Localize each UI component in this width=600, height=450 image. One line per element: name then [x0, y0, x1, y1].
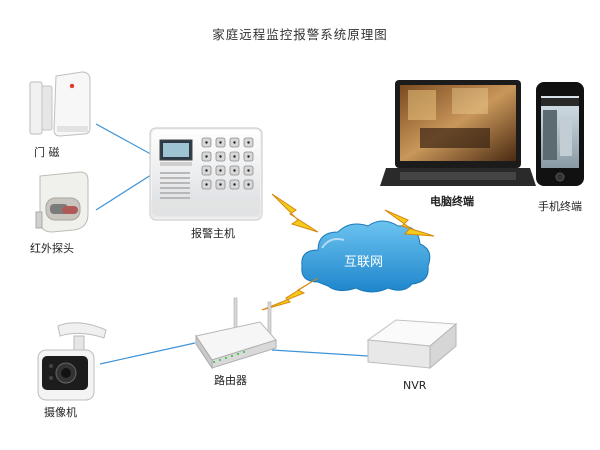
- mobile-terminal-label: 手机终端: [538, 200, 582, 213]
- wire-router-to-nvr: [271, 349, 369, 357]
- mobile-phone-device: [536, 82, 584, 186]
- wire-door-to-host: [95, 123, 159, 159]
- infrared-probe-label: 红外探头: [30, 242, 74, 255]
- wireless-signals: [261, 193, 435, 311]
- nvr-label: NVR: [403, 379, 427, 392]
- alarm-host-device: [149, 127, 263, 221]
- speaker-grille: [160, 172, 190, 199]
- camera-device: [37, 322, 107, 401]
- door-sensor-device: [29, 71, 91, 137]
- connection-lines: [95, 123, 369, 365]
- lightning-bolt-icon: [271, 193, 319, 233]
- nvr-device: [366, 319, 458, 370]
- lightning-bolt-icon: [261, 277, 319, 311]
- router-label: 路由器: [214, 374, 247, 387]
- diagram-title: 家庭远程监控报警系统原理图: [212, 27, 388, 42]
- internet-label: 互联网: [344, 255, 384, 270]
- router-device: [195, 297, 277, 370]
- pc-terminal-label: 电脑终端: [430, 195, 474, 208]
- keypad: [201, 137, 254, 190]
- infrared-probe-device: [35, 171, 89, 233]
- door-sensor-label: 门 磁: [34, 146, 60, 159]
- wire-camera-to-router: [99, 342, 196, 365]
- camera-label: 摄像机: [44, 406, 77, 419]
- alarm-host-label: 报警主机: [191, 227, 235, 240]
- laptop-device: [380, 80, 536, 186]
- lightning-bolt-icon: [384, 209, 435, 237]
